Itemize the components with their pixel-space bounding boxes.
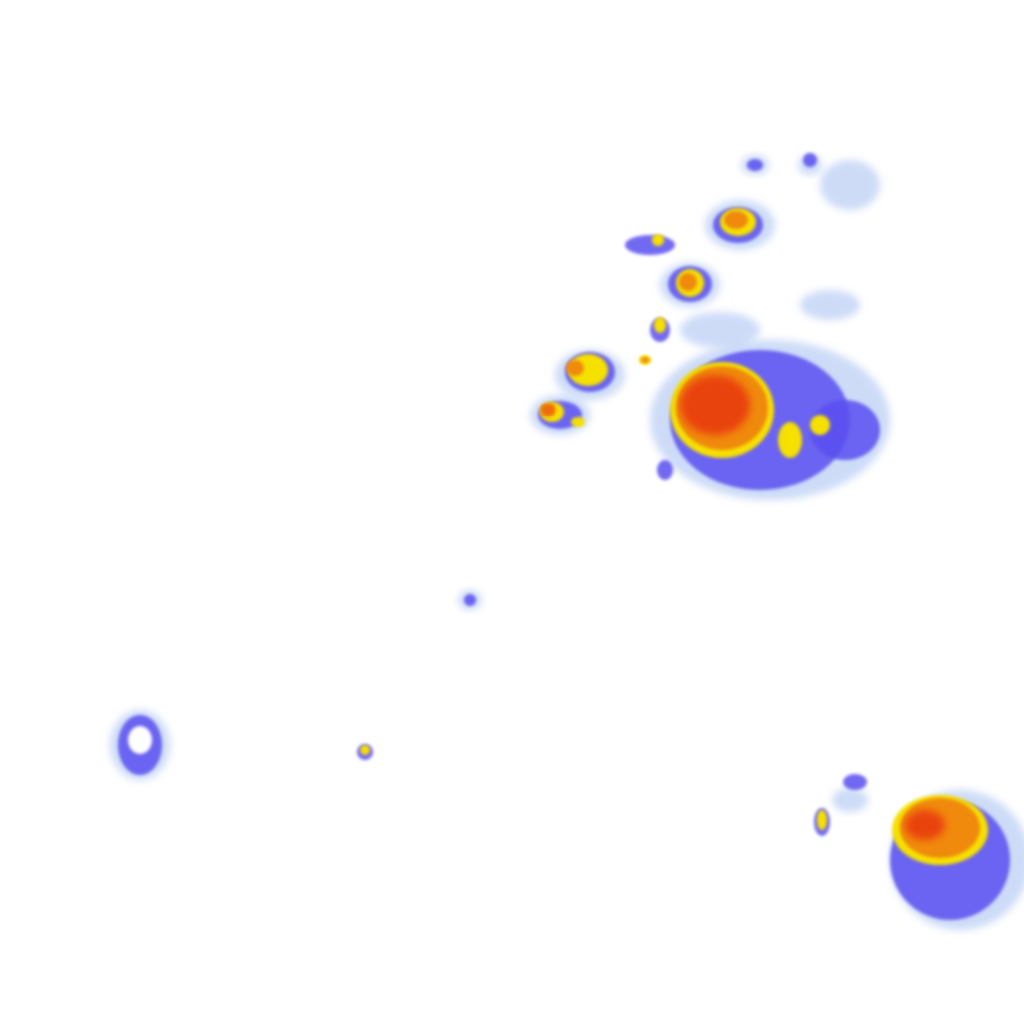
heavy-precip-area bbox=[566, 360, 584, 376]
low-precip-area bbox=[803, 153, 817, 167]
moderate-precip-area bbox=[817, 810, 827, 830]
light-precip-area bbox=[680, 312, 760, 348]
moderate-precip-area bbox=[652, 234, 664, 246]
low-precip-area bbox=[464, 594, 476, 606]
low-precip-area bbox=[657, 460, 673, 480]
moderate-precip-area bbox=[571, 417, 585, 427]
intense-precip-area bbox=[680, 375, 750, 435]
heavy-precip-area bbox=[679, 273, 697, 291]
low-precip-area bbox=[625, 235, 675, 255]
moderate-precip-area bbox=[360, 745, 370, 755]
light-precip-area bbox=[832, 788, 868, 812]
moderate-precip-area bbox=[810, 415, 830, 435]
low-precip-area bbox=[747, 159, 763, 171]
intense-precip-area bbox=[905, 810, 945, 840]
light-precip-area bbox=[800, 290, 860, 320]
light-precip-area bbox=[820, 160, 880, 210]
heavy-precip-area bbox=[724, 211, 748, 229]
heavy-precip-area bbox=[641, 357, 649, 363]
clear-area bbox=[128, 726, 152, 754]
low-precip-area bbox=[843, 774, 867, 790]
moderate-precip-area bbox=[778, 422, 802, 458]
moderate-precip-area bbox=[654, 317, 666, 333]
intense-precip-area bbox=[543, 406, 553, 414]
low-precip-area bbox=[810, 400, 880, 460]
